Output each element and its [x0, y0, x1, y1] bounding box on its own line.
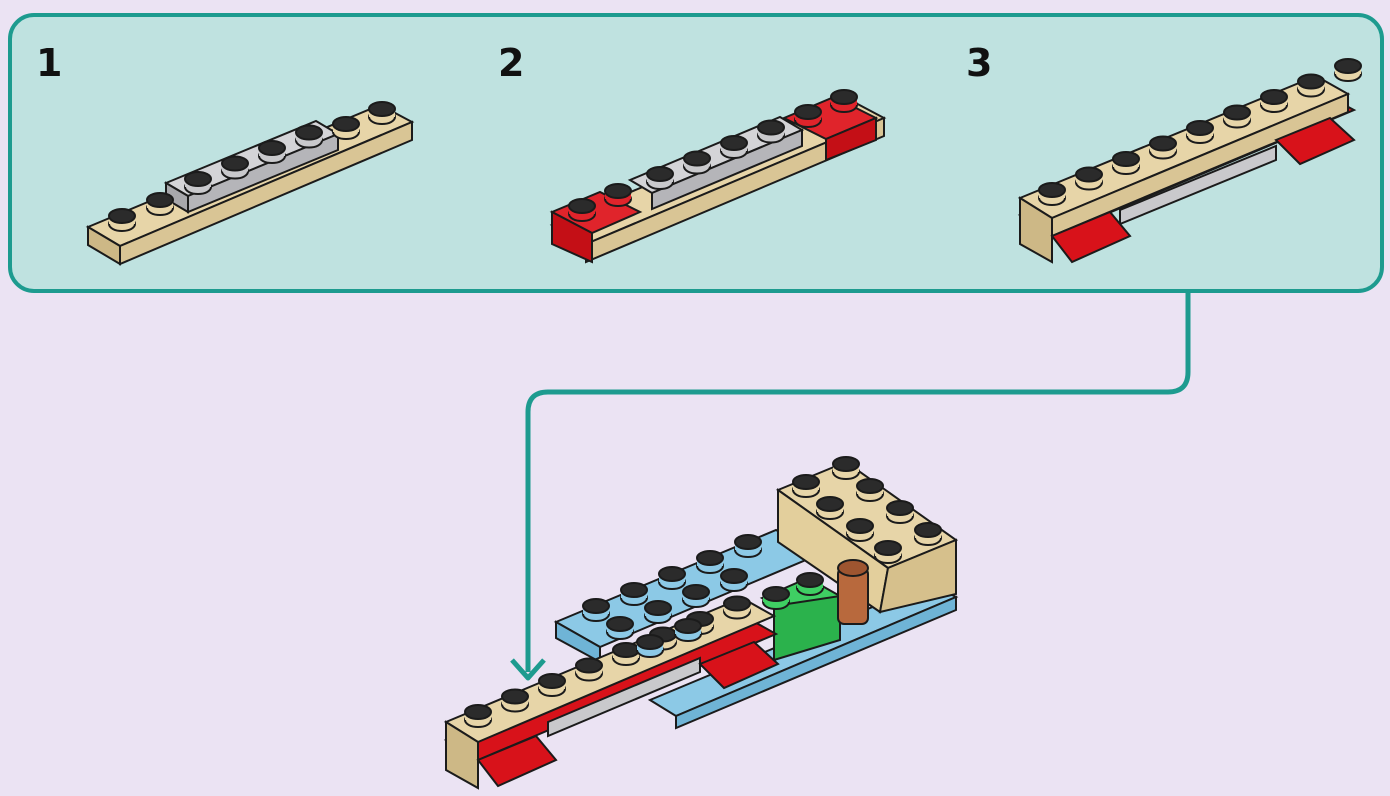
red-stud — [604, 183, 632, 207]
gray-stud — [295, 124, 323, 149]
red-clip-left — [1050, 210, 1132, 264]
blue-stud — [636, 634, 664, 658]
tan-stud — [846, 518, 874, 542]
red-stud — [568, 198, 596, 222]
red-clip-left-front — [551, 210, 593, 264]
tan-stud — [874, 540, 902, 564]
red-clip-left — [476, 734, 558, 788]
tan-stud — [1149, 135, 1177, 160]
green-brick-front — [773, 594, 841, 662]
tan-stud — [332, 116, 360, 140]
blue-stud — [674, 618, 702, 642]
tan-stud — [612, 642, 640, 666]
blue-stud — [682, 584, 710, 608]
tan-stud — [1075, 166, 1103, 191]
red-stud — [830, 89, 858, 113]
gray-plate-visible — [1119, 144, 1277, 226]
blue-stud — [734, 534, 762, 558]
red-clip-right-front — [825, 116, 877, 162]
blue-stud — [606, 616, 634, 640]
gray-plate-visible — [547, 656, 701, 738]
tan-stud — [856, 478, 884, 502]
blue-stud — [582, 598, 610, 622]
tan-stud — [886, 500, 914, 524]
tan-stud — [108, 208, 136, 232]
blue-stud — [658, 566, 686, 590]
tan-stud — [1223, 104, 1251, 129]
tan-stud — [1186, 120, 1214, 144]
tan-stud — [464, 704, 492, 728]
blue-stud — [644, 600, 672, 624]
step-number-3: 3 — [966, 41, 993, 85]
blue-stud — [620, 582, 648, 606]
tan-brick-front — [878, 538, 957, 614]
gray-stud — [720, 135, 748, 159]
tan-stud — [1297, 73, 1325, 98]
tan-stud — [816, 496, 844, 520]
gray-stud — [646, 166, 674, 190]
green-stud — [796, 572, 824, 596]
tan-plate-front — [119, 120, 413, 266]
red-clip-right — [1274, 116, 1356, 166]
tan-stud — [832, 456, 860, 480]
gray-stud — [221, 155, 249, 180]
brown-round-stud — [837, 559, 869, 577]
tan-stud — [1112, 151, 1140, 175]
tan-stud — [146, 192, 174, 216]
red-clip-right — [698, 640, 780, 690]
gray-stud — [184, 171, 212, 195]
green-stud — [762, 586, 790, 610]
gray-plate-front — [651, 128, 803, 211]
assembly-arrow-line — [525, 291, 1191, 672]
tan-stud — [1260, 89, 1288, 113]
assembly-arrow-head — [510, 658, 546, 681]
step-number-1: 1 — [36, 41, 63, 85]
tan-stud — [792, 474, 820, 498]
tan-long-plate-side — [445, 720, 479, 790]
gray-stud — [258, 140, 286, 164]
tan-stud — [575, 657, 603, 682]
tan-stud — [538, 673, 566, 697]
red-stud — [794, 104, 822, 128]
tan-plate-side — [1019, 196, 1053, 264]
blue-stud — [720, 568, 748, 592]
step-number-2: 2 — [498, 41, 525, 85]
blue-base-front — [675, 595, 957, 730]
tan-stud — [914, 522, 942, 546]
tan-stud — [501, 688, 529, 713]
tan-stud — [723, 595, 751, 620]
studs-layer — [108, 58, 1362, 728]
tan-stud — [368, 101, 396, 125]
gray-stud — [757, 119, 785, 144]
tan-stud — [1038, 182, 1066, 206]
blue-stud — [696, 550, 724, 574]
tan-stud — [1334, 58, 1362, 82]
gray-stud — [683, 150, 711, 175]
final-assembly-model — [443, 460, 959, 790]
